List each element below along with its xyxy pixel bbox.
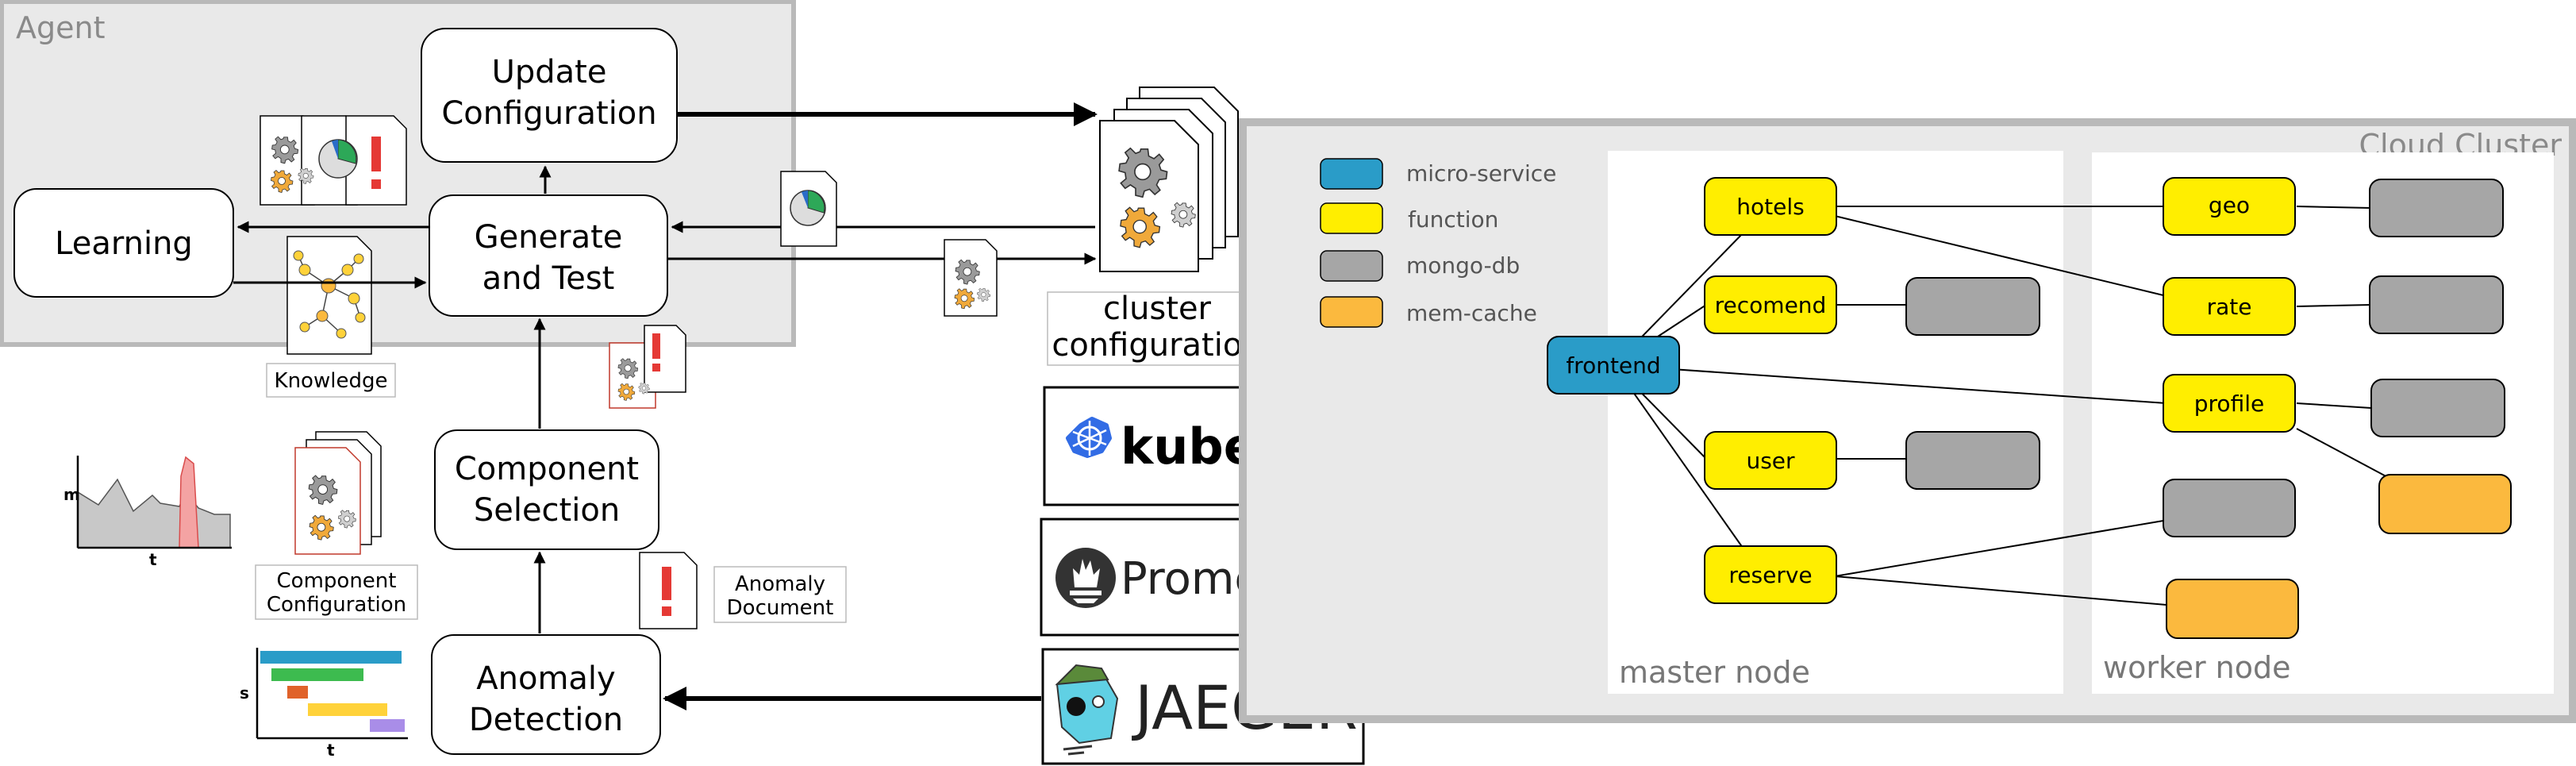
service-recomend-label: recomend bbox=[1715, 292, 1827, 318]
mem-cache-profile bbox=[2378, 474, 2512, 534]
trace-chart-axis-s: s bbox=[240, 683, 249, 702]
agent-title: Agent bbox=[16, 10, 105, 45]
legend-swatch-micro-service bbox=[1320, 158, 1383, 190]
component-configuration-label-line2: Configuration bbox=[267, 593, 406, 617]
generate-and-test-label-line2: and Test bbox=[483, 260, 615, 297]
trace-gantt-icon: s t bbox=[240, 648, 408, 760]
config-document-stack-icon bbox=[260, 115, 407, 206]
knowledge-label: Knowledge bbox=[275, 369, 388, 393]
mongo-db-profile bbox=[2370, 379, 2505, 437]
master-node-label: master node bbox=[1619, 655, 1810, 690]
anomaly-detection-box: Anomaly Detection bbox=[431, 634, 661, 755]
knowledge-graph-icon bbox=[286, 236, 372, 355]
anomaly-detection-label-line1: Anomaly bbox=[476, 660, 615, 697]
update-configuration-label-line2: Configuration bbox=[441, 95, 656, 132]
generate-and-test-label-line1: Generate bbox=[475, 219, 623, 256]
service-frontend: frontend bbox=[1547, 336, 1680, 395]
cluster-configuration-label-line2: configuration bbox=[1052, 327, 1262, 364]
service-rate-label: rate bbox=[2207, 294, 2252, 320]
legend-label-mem-cache: mem-cache bbox=[1406, 300, 1537, 326]
service-recomend: recomend bbox=[1704, 275, 1837, 334]
mongo-db-user bbox=[1905, 431, 2040, 490]
anomaly-document-label-line1: Anomaly bbox=[735, 572, 825, 596]
service-user: user bbox=[1704, 431, 1837, 490]
update-configuration-box: Update Configuration bbox=[421, 28, 678, 163]
learning-box: Learning bbox=[13, 188, 234, 298]
mongo-db-geo bbox=[2369, 179, 2504, 237]
trace-chart-axis-t: t bbox=[327, 741, 335, 760]
service-profile-label: profile bbox=[2194, 391, 2264, 417]
legend-swatch-mem-cache bbox=[1320, 296, 1383, 328]
legend-label-mongo-db: mongo-db bbox=[1406, 252, 1520, 279]
legend-label-function: function bbox=[1408, 206, 1498, 233]
learning-label: Learning bbox=[55, 225, 193, 262]
metric-chart-axis-t: t bbox=[149, 550, 157, 569]
anomaly-document-label-line2: Document bbox=[727, 596, 834, 620]
component-alert-document-icon bbox=[609, 325, 686, 409]
service-rate: rate bbox=[2163, 277, 2296, 336]
component-selection-label-line1: Component bbox=[455, 451, 639, 487]
service-reserve: reserve bbox=[1704, 545, 1837, 604]
service-frontend-label: frontend bbox=[1566, 352, 1660, 379]
anomaly-document-icon bbox=[639, 552, 698, 629]
anomaly-detection-label-line2: Detection bbox=[469, 702, 623, 738]
master-node-area bbox=[1608, 151, 2063, 694]
worker-node-label: worker node bbox=[2103, 650, 2291, 685]
component-selection-label-line2: Selection bbox=[474, 492, 620, 529]
component-configuration-label-line1: Component bbox=[277, 569, 397, 593]
service-user-label: user bbox=[1746, 448, 1795, 474]
legend-label-micro-service: micro-service bbox=[1406, 160, 1556, 187]
gear-document-icon bbox=[944, 239, 998, 317]
mongo-db-rate bbox=[2369, 275, 2504, 334]
service-hotels: hotels bbox=[1704, 177, 1837, 236]
cluster-configuration-icon bbox=[1099, 87, 1239, 272]
metrics-document-icon bbox=[780, 171, 837, 247]
legend-swatch-function bbox=[1320, 202, 1383, 234]
component-selection-box: Component Selection bbox=[434, 429, 659, 550]
mongo-db-recomend bbox=[1905, 277, 2040, 336]
component-configuration-icon bbox=[294, 431, 382, 555]
legend-swatch-mongo-db bbox=[1320, 250, 1383, 282]
update-configuration-label-line1: Update bbox=[492, 54, 607, 90]
service-reserve-label: reserve bbox=[1728, 562, 1812, 588]
service-profile: profile bbox=[2163, 374, 2296, 433]
service-geo: geo bbox=[2163, 177, 2296, 236]
mem-cache-reserve bbox=[2166, 579, 2299, 639]
cluster-configuration-label-line1: cluster bbox=[1103, 291, 1212, 327]
cluster-legend: micro-service function mongo-db mem-cach… bbox=[1320, 158, 1556, 328]
metric-timeseries-icon: m t bbox=[63, 456, 232, 569]
service-geo-label: geo bbox=[2209, 192, 2250, 218]
mongo-db-reserve bbox=[2163, 479, 2296, 537]
generate-and-test-box: Generate and Test bbox=[429, 194, 668, 317]
metric-chart-axis-m: m bbox=[63, 485, 80, 504]
service-hotels-label: hotels bbox=[1736, 194, 1804, 220]
